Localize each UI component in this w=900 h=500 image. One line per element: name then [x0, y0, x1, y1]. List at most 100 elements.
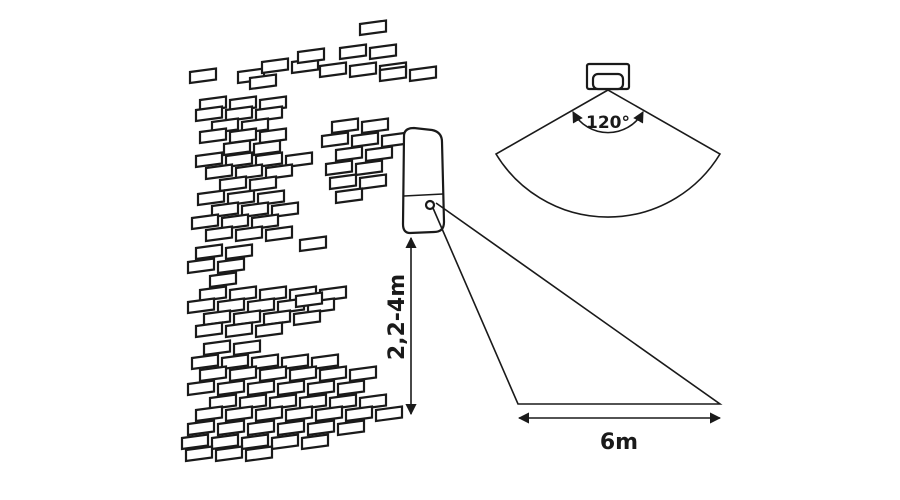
brick [220, 213, 250, 231]
brick [186, 297, 216, 315]
brick [246, 297, 276, 315]
brick [284, 405, 314, 423]
brick [328, 173, 358, 191]
brick [204, 163, 234, 181]
brick [318, 365, 348, 383]
brick [224, 243, 254, 261]
brick [180, 433, 210, 451]
brick [186, 419, 216, 437]
brick [234, 225, 264, 243]
brick [264, 225, 294, 243]
brick [208, 393, 238, 411]
top-detection-fan [494, 89, 722, 218]
brick [344, 405, 374, 423]
brick [194, 105, 224, 123]
brick [186, 379, 216, 397]
brick [216, 419, 246, 437]
side-detection-cone [432, 202, 723, 405]
brick [310, 353, 340, 371]
brick [262, 309, 292, 327]
brick [270, 433, 300, 451]
brick [276, 379, 306, 397]
brick [254, 405, 284, 423]
brick [190, 213, 220, 231]
brick [232, 339, 262, 357]
brick [298, 235, 328, 253]
brick [240, 433, 270, 451]
brick [354, 159, 384, 177]
brick [186, 257, 216, 275]
brick [334, 145, 364, 163]
brick [258, 285, 288, 303]
brick [210, 433, 240, 451]
brick-wall [180, 19, 438, 463]
mount-height-label: 2,2-4m [385, 274, 410, 360]
brick [358, 393, 388, 411]
sensor-top-view [585, 62, 631, 91]
brick [300, 433, 330, 451]
brick [246, 379, 276, 397]
brick [258, 365, 288, 383]
detection-angle-label: 120° [586, 113, 630, 133]
brick [224, 105, 254, 123]
brick [252, 139, 282, 157]
brick [408, 65, 438, 83]
brick [288, 365, 318, 383]
brick [232, 309, 262, 327]
brick [276, 419, 306, 437]
brick [246, 419, 276, 437]
brick [298, 393, 328, 411]
brick [198, 127, 228, 145]
brick [238, 393, 268, 411]
brick [202, 339, 232, 357]
brick [328, 393, 358, 411]
brick [216, 257, 246, 275]
brick [268, 393, 298, 411]
brick [364, 145, 394, 163]
brick [336, 379, 366, 397]
brick [280, 353, 310, 371]
brick [194, 321, 224, 339]
brick [196, 189, 226, 207]
brick [234, 163, 264, 181]
brick [348, 365, 378, 383]
brick [226, 189, 256, 207]
sensor-lens-icon [424, 199, 436, 211]
brick [220, 353, 250, 371]
brick [292, 309, 322, 327]
brick [228, 365, 258, 383]
brick [194, 405, 224, 423]
brick [368, 43, 398, 61]
brick [324, 159, 354, 177]
brick [218, 175, 248, 193]
brick [264, 163, 294, 181]
brick [334, 187, 364, 205]
brick [306, 419, 336, 437]
brick [320, 131, 350, 149]
brick [198, 365, 228, 383]
brick [260, 57, 290, 75]
brick [188, 67, 218, 85]
brick [348, 61, 378, 79]
brick [248, 175, 278, 193]
brick [194, 151, 224, 169]
brick [228, 285, 258, 303]
brick [336, 419, 366, 437]
brick [216, 297, 246, 315]
brick [360, 117, 390, 135]
brick [250, 353, 280, 371]
brick [202, 309, 232, 327]
brick [306, 379, 336, 397]
brick [358, 173, 388, 191]
brick [198, 285, 228, 303]
brick [318, 61, 348, 79]
brick [330, 117, 360, 135]
brick [314, 405, 344, 423]
brick [258, 127, 288, 145]
brick [224, 321, 254, 339]
brick [184, 445, 214, 463]
wall-sensor-side-view [401, 126, 446, 235]
brick [248, 73, 278, 91]
brick [190, 353, 220, 371]
